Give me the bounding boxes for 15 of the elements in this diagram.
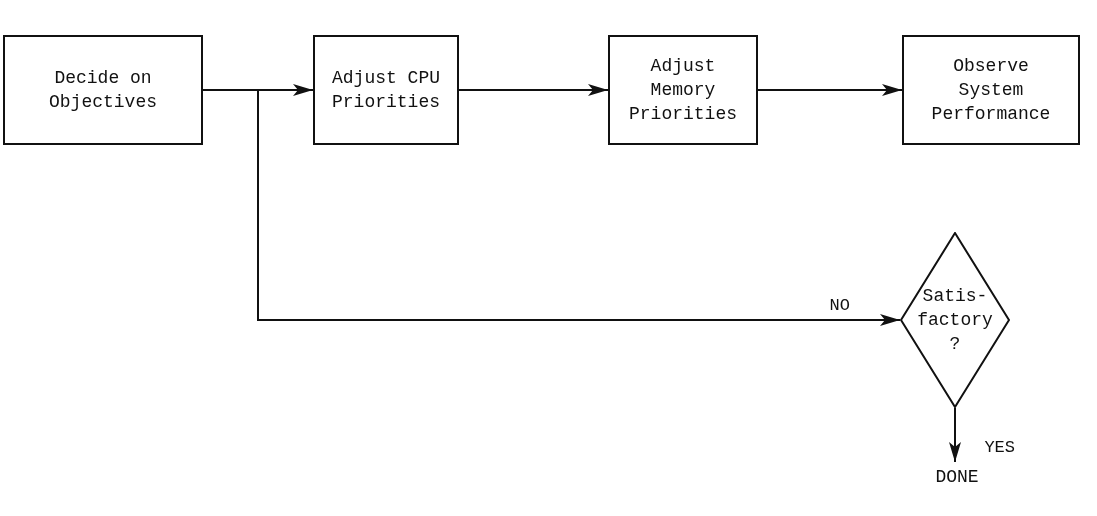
process-box — [313, 35, 459, 145]
node-label: Decide on Objectives — [49, 67, 157, 114]
arrow — [757, 84, 903, 96]
node-label: Adjust Memory Priorities — [629, 55, 737, 126]
end-label: DONE — [935, 466, 979, 489]
node-label: Adjust CPU Priorities — [332, 67, 440, 114]
node-label: Satis- factory ? — [917, 285, 993, 356]
node-label: Observe System Performance — [931, 55, 1051, 126]
process-box — [3, 35, 203, 145]
process-box — [902, 35, 1080, 145]
arrow — [202, 89, 901, 326]
arrow — [458, 84, 609, 96]
process-box — [608, 35, 758, 145]
decision-diamond — [900, 232, 1010, 408]
arrow — [949, 407, 961, 463]
